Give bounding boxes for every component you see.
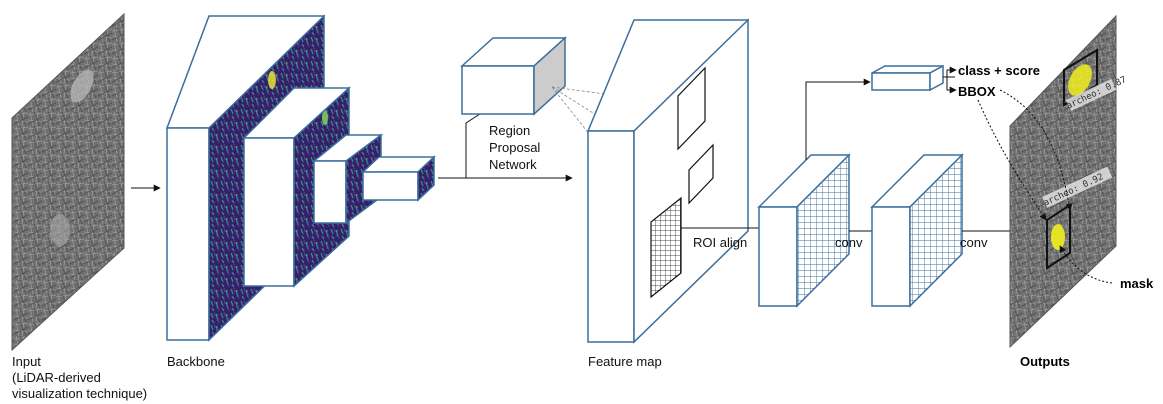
arrow-to-class <box>946 66 957 77</box>
proposal-box <box>677 66 706 151</box>
input-label: visualization technique) <box>12 386 147 401</box>
roi-feature-block <box>757 153 851 308</box>
detection-mask <box>1068 64 1092 96</box>
backbone-label: Backbone <box>167 354 225 369</box>
proposal-box <box>688 143 714 205</box>
input-label: (LiDAR-derived <box>12 370 101 385</box>
feature-map-block <box>586 18 750 344</box>
pointer-class-to-output <box>999 89 1073 211</box>
conv-label: conv <box>960 235 988 250</box>
mask-label: mask <box>1120 276 1154 291</box>
feature-map-label: Feature map <box>588 354 662 369</box>
pointer-bbox-to-output <box>977 99 1047 221</box>
conv-label: conv <box>835 235 863 250</box>
rpn-label: Proposal <box>489 140 540 155</box>
arrow-to-head <box>805 78 871 160</box>
rpn-label: Region <box>489 123 530 138</box>
class-score-label: class + score <box>958 63 1040 78</box>
roi-grid <box>650 196 682 299</box>
detection-mask <box>1051 224 1065 250</box>
input-label: Input <box>12 354 41 369</box>
feature-block-4 <box>361 155 436 202</box>
rpn-block <box>460 36 567 116</box>
mask-feature-block <box>870 153 964 308</box>
pointer-mask-to-output <box>1059 245 1113 284</box>
roi-align-label: ROI align <box>693 235 747 250</box>
outputs-label: Outputs <box>1020 354 1070 369</box>
head-block <box>871 64 944 92</box>
bbox-label: BBOX <box>958 84 996 99</box>
feature-block-2 <box>242 86 351 288</box>
arrow-to-bbox <box>946 77 957 94</box>
feature-block-3 <box>311 133 384 225</box>
input-image <box>11 12 125 352</box>
rpn-label: Network <box>489 157 537 172</box>
